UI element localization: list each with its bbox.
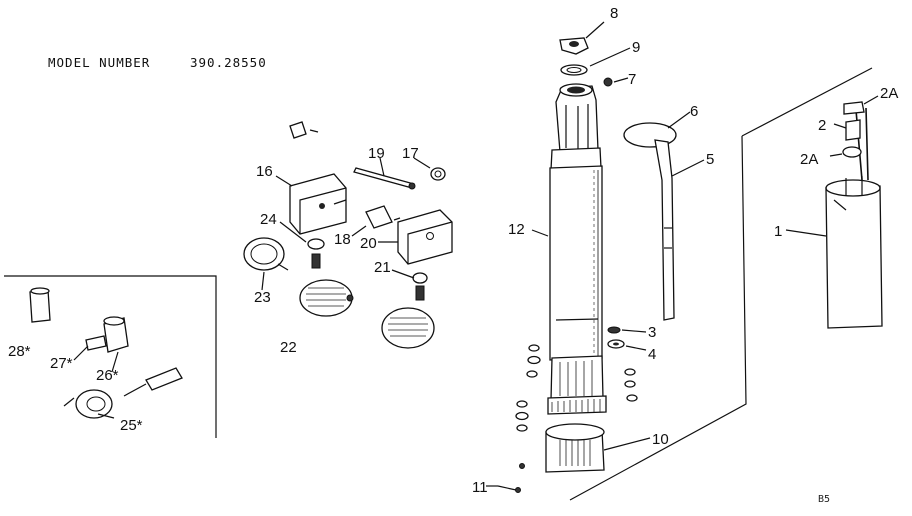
model-number-value: 390.28550 — [190, 55, 267, 70]
part-23-gauge — [243, 237, 289, 271]
callout-1: 1 — [774, 223, 782, 240]
callout-10: 10 — [652, 431, 669, 448]
part-28-coupling — [29, 287, 51, 323]
callout-23: 23 — [254, 289, 271, 306]
part-22-cylinder-right — [381, 307, 435, 349]
part-2-sleeve — [845, 119, 861, 141]
part-22-cylinder-left — [299, 279, 354, 317]
callout-19: 19 — [368, 145, 385, 162]
part-11-screw — [497, 485, 517, 491]
part-27-tee — [85, 316, 129, 353]
model-number-label: MODEL NUMBER — [48, 55, 150, 70]
callout-7: 7 — [628, 71, 636, 88]
callout-3: 3 — [648, 324, 656, 341]
callout-2: 2 — [818, 117, 826, 134]
callout-5: 5 — [706, 151, 714, 168]
part-8-cap — [559, 37, 589, 55]
callout-17: 17 — [402, 145, 419, 162]
callout-4: 4 — [648, 346, 656, 363]
callout-16: 16 — [256, 163, 273, 180]
part-26-pipe — [123, 367, 183, 397]
part-10-screen — [545, 423, 605, 473]
part-2a-bottom-ring — [842, 146, 862, 158]
callout-12: 12 — [508, 221, 525, 238]
part-16-switch-box — [289, 173, 347, 235]
part-24-fitting — [307, 238, 325, 269]
pump-body — [547, 83, 607, 415]
callout-25: 25* — [120, 417, 143, 434]
callout-18: 18 — [334, 231, 351, 248]
part-7-screw — [603, 77, 613, 87]
leader-lines — [73, 21, 879, 487]
callout-11: 11 — [472, 479, 488, 496]
page-code: B5 — [818, 494, 830, 505]
callout-26: 26* — [96, 367, 119, 384]
part-17-ring — [430, 167, 446, 181]
callout-6: 6 — [690, 103, 698, 120]
part-2a-top-cap — [843, 101, 865, 115]
small-fitting-top — [289, 121, 319, 139]
inset-frame — [4, 275, 217, 438]
part-25-adapter — [63, 389, 113, 419]
callout-27: 27* — [50, 355, 73, 372]
part-5-bracket — [654, 139, 675, 321]
part-3-washer — [607, 326, 621, 334]
callout-22: 22 — [280, 339, 297, 356]
callout-24: 24 — [260, 211, 277, 228]
part-18-coupler — [365, 205, 401, 229]
part-21-fitting — [412, 272, 428, 301]
callout-20: 20 — [360, 235, 377, 252]
callout-2a-top: 2A — [880, 85, 898, 102]
part-19-rod — [353, 167, 416, 190]
callout-21: 21 — [374, 259, 391, 276]
callout-2a-bottom: 2A — [800, 151, 818, 168]
callout-9: 9 — [632, 39, 640, 56]
part-20-switch-box — [397, 209, 453, 265]
callout-8: 8 — [610, 5, 618, 22]
callout-28: 28* — [8, 343, 31, 360]
part-1-motor — [825, 107, 883, 329]
